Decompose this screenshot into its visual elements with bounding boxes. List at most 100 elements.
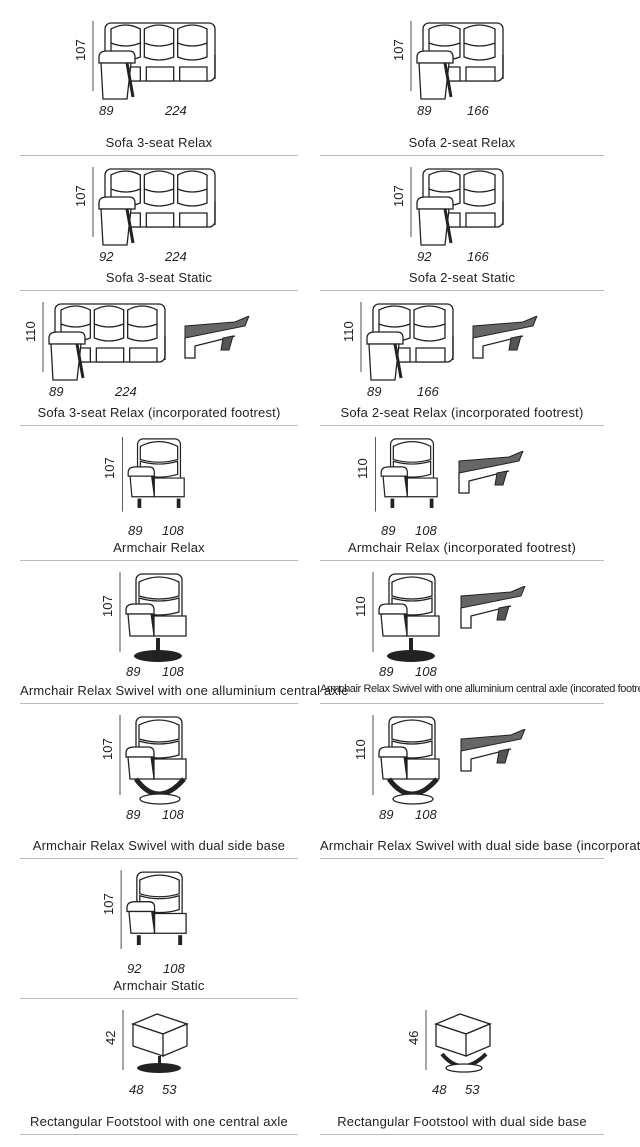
width-dimension: 108 (163, 961, 185, 976)
product-caption: Sofa 3-seat Relax (incorporated footrest… (37, 405, 281, 420)
product-caption: Armchair Relax Swivel with dual side bas… (32, 838, 286, 853)
product-caption: Rectangular Footstool with one central a… (30, 1114, 288, 1129)
depth-dimension: 92 (99, 249, 114, 264)
width-dimension: 108 (162, 664, 184, 679)
depth-dimension: 89 (379, 807, 394, 822)
depth-dimension: 48 (129, 1082, 144, 1097)
height-dimension: 42 (103, 1030, 118, 1045)
product-drawing (375, 437, 443, 521)
footrest-icon (183, 315, 253, 366)
divider (20, 425, 298, 426)
divider (320, 560, 604, 561)
depth-dimension: 92 (417, 249, 432, 264)
divider (320, 858, 604, 859)
product-drawing (122, 1010, 189, 1080)
divider (20, 1134, 298, 1135)
depth-dimension: 92 (127, 961, 142, 976)
divider (320, 703, 604, 704)
product-caption: Sofa 2-seat Static (408, 270, 516, 285)
product-caption: Sofa 3-seat Relax (105, 135, 213, 150)
footrest-icon (459, 728, 529, 779)
product-drawing (92, 21, 219, 101)
product-drawing (92, 167, 219, 247)
width-dimension: 224 (115, 384, 137, 399)
depth-dimension: 89 (128, 523, 143, 538)
product-drawing (372, 715, 445, 805)
width-dimension: 108 (415, 807, 437, 822)
divider (320, 1134, 604, 1135)
product-caption: Rectangular Footstool with dual side bas… (337, 1114, 587, 1129)
height-dimension: 110 (341, 321, 356, 342)
divider (320, 425, 604, 426)
width-dimension: 53 (465, 1082, 480, 1097)
product-drawing (119, 572, 192, 662)
width-dimension: 224 (165, 103, 187, 118)
height-dimension: 107 (100, 595, 115, 617)
product-caption: Armchair Relax (incorporated footrest) (348, 540, 576, 555)
width-dimension: 108 (415, 664, 437, 679)
height-dimension: 110 (23, 321, 38, 342)
product-caption: Armchair Relax Swivel with one alluminiu… (20, 683, 349, 698)
width-dimension: 108 (415, 523, 437, 538)
product-caption: Sofa 2-seat Relax (incorporated footrest… (340, 405, 584, 420)
height-dimension: 107 (102, 457, 117, 479)
product-drawing (119, 715, 192, 805)
width-dimension: 108 (162, 807, 184, 822)
product-drawing (360, 302, 457, 382)
width-dimension: 166 (467, 249, 489, 264)
height-dimension: 110 (353, 739, 368, 760)
height-dimension: 46 (406, 1030, 421, 1045)
product-drawing (410, 21, 507, 101)
product-caption: Sofa 2-seat Relax (408, 135, 516, 150)
depth-dimension: 89 (381, 523, 396, 538)
height-dimension: 107 (391, 39, 406, 61)
divider (20, 290, 298, 291)
product-caption: Armchair Relax Swivel with one alluminiu… (320, 683, 640, 695)
height-dimension: 107 (73, 39, 88, 61)
depth-dimension: 89 (379, 664, 394, 679)
divider (320, 290, 604, 291)
divider (20, 998, 298, 999)
width-dimension: 166 (417, 384, 439, 399)
width-dimension: 166 (467, 103, 489, 118)
height-dimension: 107 (100, 738, 115, 760)
product-caption: Armchair Relax (113, 540, 205, 555)
height-dimension: 110 (353, 596, 368, 617)
product-drawing (410, 167, 507, 247)
divider (20, 560, 298, 561)
height-dimension: 107 (391, 185, 406, 207)
height-dimension: 107 (101, 893, 116, 915)
depth-dimension: 89 (417, 103, 432, 118)
depth-dimension: 48 (432, 1082, 447, 1097)
footrest-icon (459, 585, 529, 636)
depth-dimension: 89 (126, 807, 141, 822)
product-caption: Armchair Static (113, 978, 205, 993)
depth-dimension: 89 (99, 103, 114, 118)
divider (20, 703, 298, 704)
product-drawing (120, 870, 192, 959)
divider (320, 155, 604, 156)
product-drawing (122, 437, 190, 521)
product-drawing (372, 572, 445, 662)
footrest-icon (457, 450, 527, 501)
footrest-icon (471, 315, 541, 366)
depth-dimension: 89 (126, 664, 141, 679)
product-caption: Sofa 3-seat Static (105, 270, 213, 285)
product-drawing (42, 302, 169, 382)
height-dimension: 110 (355, 458, 370, 479)
